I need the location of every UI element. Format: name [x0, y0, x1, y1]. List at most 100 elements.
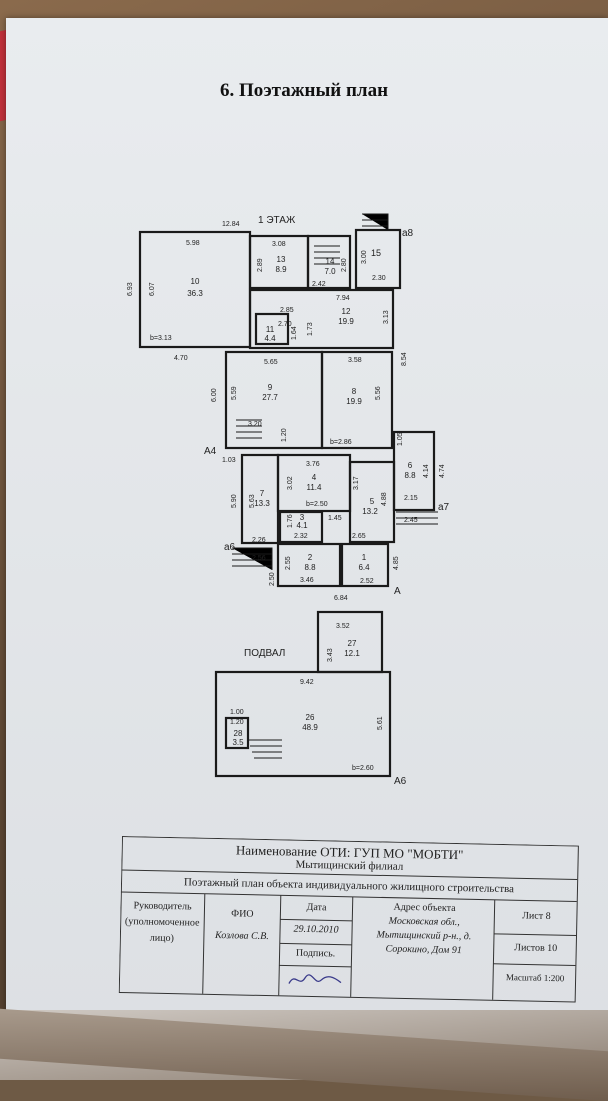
head-label-sub: (уполномоченное	[124, 916, 200, 929]
dim-label: 2.52	[360, 578, 374, 585]
room-3-outline	[278, 510, 324, 544]
dim-label: 2.56	[252, 555, 266, 562]
dim-label: 5.65	[264, 359, 278, 366]
room-number: 12	[342, 307, 351, 316]
room-area: 27.7	[262, 393, 278, 402]
stairs-9	[236, 419, 262, 439]
room-number: 6	[408, 461, 413, 470]
title-block: Наименование ОТИ: ГУП МО "МОБТИ" Мытищин…	[118, 836, 582, 1006]
room-6-outline	[392, 430, 436, 512]
room-number: 1	[362, 553, 367, 562]
room-area: 7.0	[324, 267, 336, 276]
dim-label: 6.07	[149, 282, 156, 296]
dim-label: 1.20	[281, 428, 288, 442]
dim-label: 9.42	[300, 679, 314, 686]
room-area: 8.8	[404, 471, 416, 480]
dim-label: 5.90	[231, 494, 238, 508]
dim-label: 2.70	[278, 321, 292, 328]
dim-label: 6.00	[211, 388, 218, 402]
dim-label: 1.00	[230, 709, 244, 716]
room-number: 8	[352, 387, 357, 396]
dim-label: 3.58	[348, 357, 362, 364]
room-8-outline	[320, 350, 394, 450]
room-area: 12.1	[344, 649, 360, 658]
dim-label: 2.42	[312, 281, 326, 288]
stairs-basement	[248, 739, 282, 759]
dim-label: 5.56	[375, 386, 382, 400]
dim-label: 2.15	[404, 495, 418, 502]
stairs-a7	[396, 511, 438, 525]
room-area: 3.5	[232, 738, 244, 747]
dim-label: 6.84	[334, 595, 348, 602]
room-number: 28	[234, 729, 243, 738]
dim-label: 8.54	[401, 352, 408, 366]
room-number: 11	[266, 325, 275, 334]
axis-mark: A	[394, 586, 401, 597]
dim-label: 1.64	[291, 326, 298, 340]
dim-label: 3.02	[287, 476, 294, 490]
fio-label: ФИО	[231, 908, 254, 920]
room-area: 19.9	[346, 397, 362, 406]
basement-title: ПОДВАЛ	[244, 648, 285, 659]
dim-label: 3.20	[248, 421, 262, 428]
dim-label: 6.93	[127, 282, 134, 296]
room-area: 13.2	[362, 507, 378, 516]
dim-label: 1.03	[222, 457, 236, 464]
sheet-number: Лист 8	[522, 910, 551, 922]
dim-label: 2.45	[404, 517, 418, 524]
axis-mark: a7	[438, 502, 450, 513]
room-number: 27	[348, 639, 357, 648]
dim-label: 1.45	[328, 515, 342, 522]
dim-label: 5.63	[249, 494, 256, 508]
dim-label: 4.74	[439, 464, 446, 478]
stairs-15	[362, 213, 389, 230]
dim-label: 4.88	[381, 492, 388, 506]
head-label: Руководитель	[133, 900, 192, 913]
dim-label: b=2.86	[330, 439, 352, 446]
room-1-outline	[340, 542, 390, 588]
dim-label: 4.14	[423, 464, 430, 478]
room-area: 11.4	[307, 483, 323, 492]
room-number: 10	[191, 277, 200, 286]
room-number: 14	[326, 257, 335, 266]
signature-label: Подпись.	[295, 947, 336, 960]
room-area: 13.3	[254, 499, 270, 508]
room-area: 36.3	[187, 289, 203, 298]
document-page	[6, 18, 608, 1028]
room-15-outline	[354, 228, 402, 290]
dim-label: 4.85	[393, 556, 400, 570]
room-number: 13	[277, 255, 286, 264]
dim-label: 5.98	[186, 240, 200, 247]
dim-label: 3.13	[383, 310, 390, 324]
dim-label: 3.08	[272, 241, 286, 248]
dim-label: 2.80	[341, 258, 348, 272]
room-number: 7	[260, 489, 265, 498]
dim-label: 2.50	[269, 572, 276, 586]
stairs-a6	[232, 547, 273, 570]
dim-label: 2.65	[352, 533, 366, 540]
room-7-outline	[240, 453, 280, 545]
dim-label: 4.70	[174, 355, 188, 362]
dim-label: 7.94	[336, 295, 350, 302]
room-2-outline	[276, 542, 342, 588]
head-label-sub2: лицо)	[149, 932, 174, 945]
stairs-14	[314, 245, 340, 265]
dim-label: 3.52	[336, 623, 350, 630]
room-28-outline	[224, 716, 250, 750]
dim-label: b=2.60	[352, 765, 374, 772]
floor1-title: 1 ЭТАЖ	[258, 215, 296, 226]
dim-label: 2.32	[294, 533, 308, 540]
room-number: 5	[370, 497, 375, 506]
dim-label: 3.43	[327, 648, 334, 662]
axis-mark: a6	[224, 542, 236, 553]
dim-label: 2.26	[252, 537, 266, 544]
dim-label: 1.05	[397, 432, 404, 446]
room-14-outline	[306, 234, 352, 290]
dim-label: 1.76	[287, 514, 294, 528]
room-number: 3	[300, 513, 305, 522]
axis-mark: a8	[402, 228, 414, 239]
room-number: 4	[312, 473, 317, 482]
dim-label: 1.20	[230, 719, 244, 726]
page-heading: 6. Поэтажный план	[219, 80, 389, 101]
